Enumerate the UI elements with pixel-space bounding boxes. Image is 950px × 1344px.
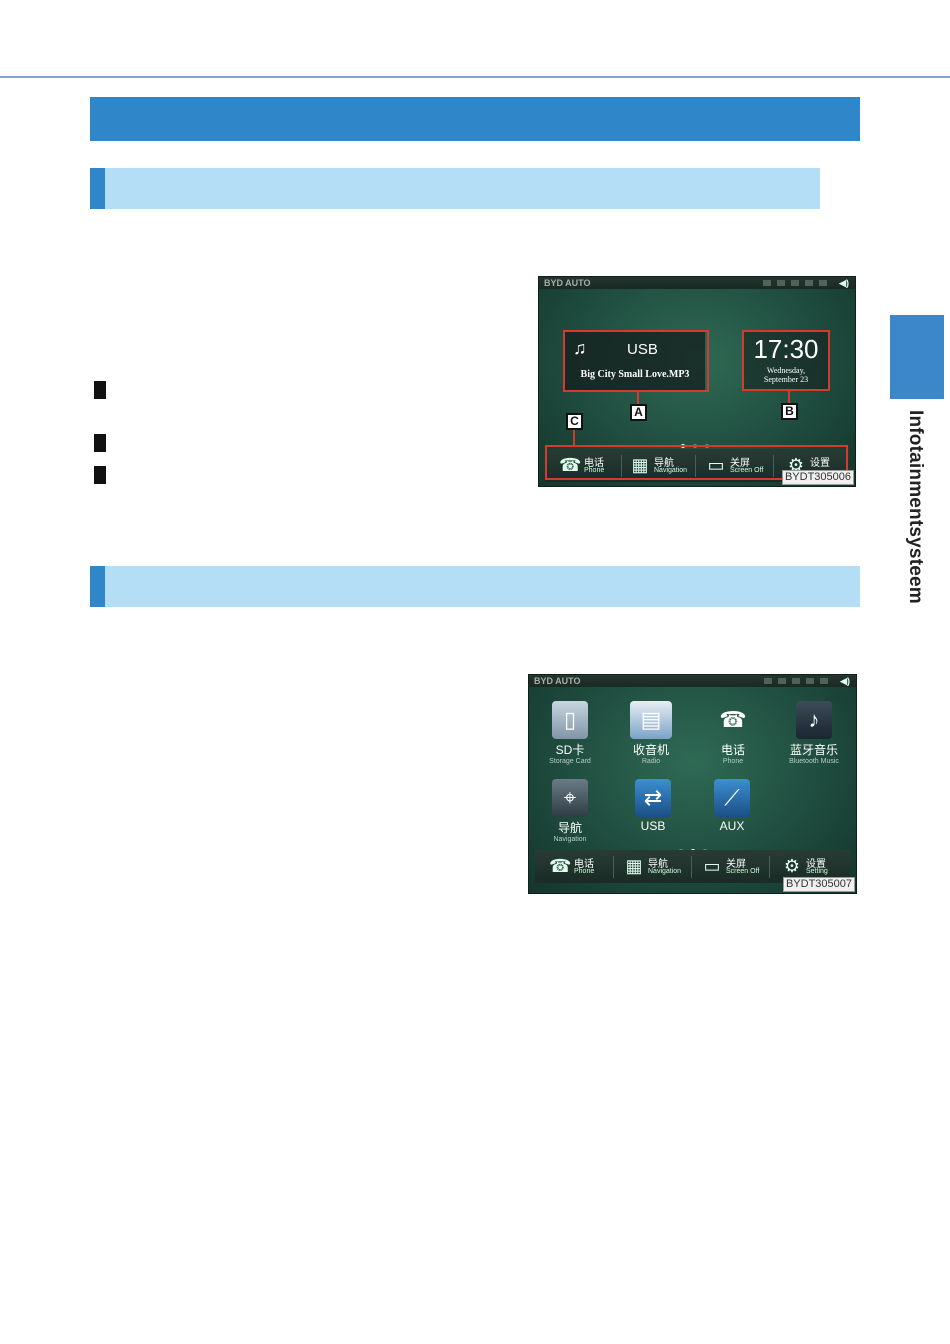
app-aux[interactable]: ⟋ AUX (695, 779, 769, 849)
dock-label: 电话 (574, 859, 594, 870)
app-label: 导航 (557, 821, 582, 835)
app-menu-figure: BYD AUTO ◀) ▯ SD卡 Storage Card ▤ 收音机 Rad… (528, 674, 857, 894)
dock-label: 电话 (584, 458, 604, 469)
app-label: 电话 (720, 743, 745, 757)
app-phone[interactable]: ☎ 电话 Phone (696, 701, 770, 771)
section-marker (90, 168, 105, 209)
dock-sublabel: Screen Off (730, 467, 764, 474)
header-rule (0, 76, 950, 78)
callout-line-a (637, 392, 639, 404)
callout-label-c: C (566, 413, 583, 430)
radio-icon: ▤ (630, 701, 672, 739)
usb-icon: ⇄ (635, 779, 671, 817)
legend-bullet-c (94, 466, 106, 484)
dock-divider (695, 455, 696, 477)
app-sublabel: Bluetooth Music (789, 758, 839, 765)
dock-sublabel: Navigation (648, 868, 682, 875)
app-label: SD卡 (555, 743, 585, 757)
callout-box-b (742, 330, 830, 391)
chapter-tab-label: Infotainmentsysteem (905, 410, 926, 604)
dock-sublabel: Navigation (654, 467, 688, 474)
aux-icon: ⟋ (714, 779, 750, 817)
page-indicator (681, 435, 717, 448)
section-marker (90, 566, 105, 607)
callout-line-c (573, 430, 575, 445)
song-title: Big City Small Love.MP3 (580, 369, 690, 380)
dock-label: 设置 (806, 859, 826, 870)
signal-icon (764, 678, 834, 684)
usb-media-widget[interactable]: ♫ USB Big City Small Love.MP3 (565, 332, 705, 390)
dock-divider (769, 856, 770, 878)
dock-sublabel: Screen Off (726, 868, 760, 875)
app-label: 收音机 (632, 743, 669, 757)
monitor-icon: ▭ (707, 455, 725, 475)
map-icon: ▦ (631, 455, 649, 475)
app-sublabel: Storage Card (549, 758, 591, 765)
dock-sublabel: Phone (574, 868, 595, 875)
map-icon: ▦ (625, 856, 643, 876)
clock-date: Wednesday, September 23 (744, 366, 828, 384)
status-bar: BYD AUTO ◀) (529, 675, 856, 687)
app-sublabel: Radio (641, 758, 661, 765)
dock-divider (691, 856, 692, 878)
clock-widget[interactable]: 17:30 Wednesday, September 23 (744, 332, 828, 389)
home-screen-figure: BYD AUTO ◀) ♫ USB Big City Small Love.MP… (538, 276, 856, 487)
callout-box-c (545, 445, 848, 480)
dock-label: 导航 (648, 859, 668, 870)
clock-day: Wednesday, (766, 366, 806, 375)
app-label: USB (640, 819, 666, 833)
monitor-icon: ▭ (703, 856, 721, 876)
speaker-icon: ◀) (839, 278, 849, 288)
phone-icon: ☎ (559, 455, 582, 475)
callout-line-b (788, 391, 790, 403)
brand-label: BYD AUTO (544, 278, 591, 288)
callout-label-b: B (781, 403, 798, 420)
dock-label: 设置 (810, 458, 830, 469)
dock-divider (621, 455, 622, 477)
legend-bullet-b (94, 434, 106, 452)
app-label: AUX (719, 819, 745, 833)
dock-divider (773, 455, 774, 477)
bluetooth-music-icon: ♪ (796, 701, 832, 739)
clock-date-text: September 23 (763, 375, 809, 384)
app-navigation[interactable]: ⌖ 导航 Navigation (533, 779, 607, 849)
app-label: 蓝牙音乐 (789, 743, 838, 757)
page-indicator (679, 840, 715, 853)
chapter-tab (890, 315, 944, 399)
phone-icon: ☎ (719, 707, 747, 732)
callout-label-a: A (630, 404, 647, 421)
dock-divider (613, 856, 614, 878)
dock-sublabel: Phone (584, 467, 605, 474)
gear-icon: ⚙ (783, 856, 801, 876)
brand-label: BYD AUTO (534, 676, 581, 686)
app-sublabel: Phone (722, 758, 744, 765)
sd-card-icon: ▯ (552, 701, 588, 739)
navigation-icon: ⌖ (552, 779, 588, 817)
figure-code: BYDT305007 (782, 877, 855, 892)
dock-label: 关屏 (730, 458, 750, 469)
app-usb[interactable]: ⇄ USB (616, 779, 690, 849)
speaker-icon: ◀) (840, 676, 850, 686)
app-sublabel: Navigation (553, 836, 587, 843)
section-bar-1 (90, 168, 820, 209)
section-bar-2 (90, 566, 860, 607)
dock-label: 关屏 (726, 859, 746, 870)
legend-bullet-a (94, 381, 106, 399)
music-note-icon: ♫ (573, 338, 587, 358)
app-sd-card[interactable]: ▯ SD卡 Storage Card (533, 701, 607, 771)
app-radio[interactable]: ▤ 收音机 Radio (614, 701, 688, 771)
phone-icon: ☎ (549, 856, 572, 876)
callout-box-a (563, 330, 709, 392)
clock-time: 17:30 (753, 334, 819, 364)
app-bluetooth-music[interactable]: ♪ 蓝牙音乐 Bluetooth Music (777, 701, 851, 771)
chapter-title-bar (90, 97, 860, 141)
status-bar: BYD AUTO ◀) (539, 277, 855, 289)
figure-code: BYDT305006 (781, 470, 854, 485)
dock-sublabel: Setting (806, 868, 828, 875)
signal-icon (763, 280, 833, 286)
dock-label: 导航 (654, 458, 674, 469)
media-source: USB (627, 341, 658, 358)
